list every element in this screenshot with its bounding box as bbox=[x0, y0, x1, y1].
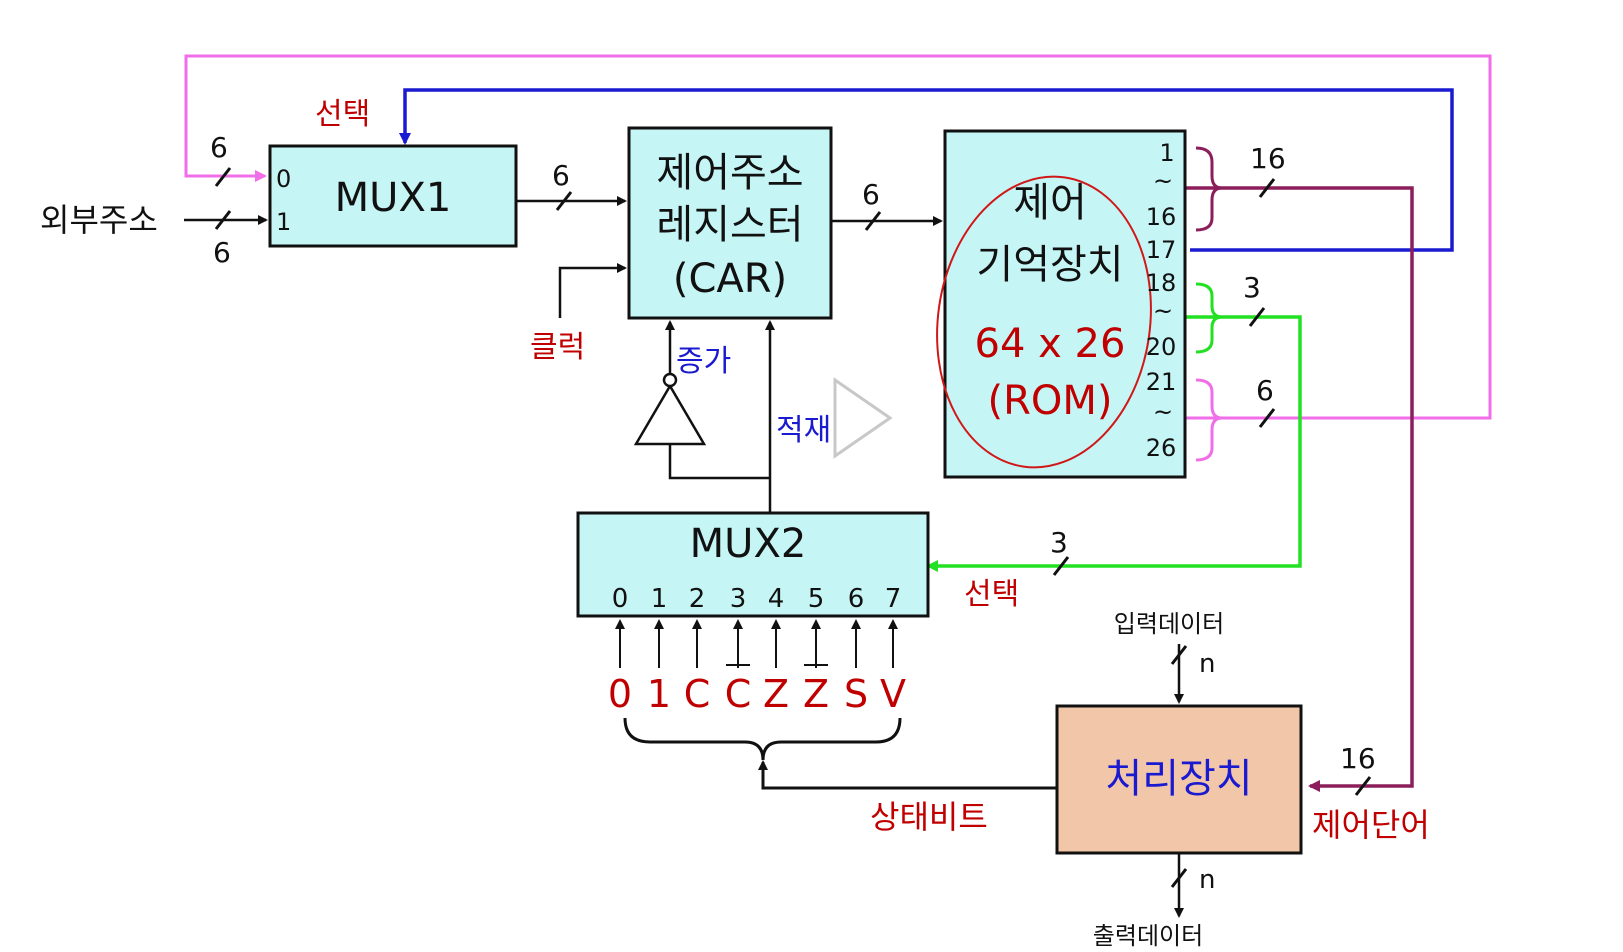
increment-label: 증가 bbox=[676, 344, 731, 379]
pink-select-line bbox=[184, 54, 1492, 420]
input-width: n bbox=[1199, 649, 1215, 679]
car-out-width: 6 bbox=[862, 178, 880, 211]
rom-title-line1: 제어 bbox=[1013, 180, 1087, 226]
status-bits-label: 상태비트 bbox=[870, 798, 988, 836]
mux2-input-label: 6 bbox=[848, 584, 865, 614]
control-word-line bbox=[1180, 186, 1414, 792]
mux1-in1-width: 6 bbox=[213, 236, 231, 269]
car-title-line3: (CAR) bbox=[673, 256, 787, 302]
rom-bit-label: 21 bbox=[1146, 368, 1177, 396]
rom-bit-label: 18 bbox=[1146, 269, 1177, 297]
mux1-in0-width: 6 bbox=[210, 131, 228, 164]
condition-labels: 0 1 C C Z Z S V bbox=[608, 672, 906, 716]
control-word-width: 16 bbox=[1340, 742, 1376, 775]
condition-label: Z bbox=[803, 672, 829, 716]
car-title-line1: 제어주소 bbox=[656, 150, 803, 196]
condition-label: C bbox=[725, 672, 752, 716]
mux2-input-labels: 0 1 2 3 4 5 6 7 bbox=[612, 584, 902, 614]
mux1-input-1-label: 1 bbox=[276, 208, 291, 236]
brace-bits-1-16 bbox=[1195, 146, 1223, 232]
condition-label: S bbox=[844, 672, 868, 716]
rom-bit-label: 1 bbox=[1159, 139, 1174, 167]
mux1-select-label: 선택 bbox=[315, 97, 370, 132]
output-data-label: 출력데이터 bbox=[1093, 922, 1203, 950]
mux2-title: MUX2 bbox=[690, 521, 807, 567]
status-bits-wire bbox=[758, 760, 1057, 790]
rom-6-width: 6 bbox=[1256, 374, 1274, 407]
clock-label: 클럭 bbox=[530, 330, 585, 365]
mux2-input-label: 1 bbox=[651, 584, 668, 614]
rom-bit-label: 17 bbox=[1146, 236, 1177, 264]
rom-bit-label: 26 bbox=[1146, 434, 1177, 462]
mux2-input-label: 3 bbox=[730, 584, 747, 614]
condition-label: 0 bbox=[608, 672, 632, 716]
conditions-brace bbox=[623, 717, 902, 761]
mux2-input-arrows bbox=[615, 619, 898, 668]
mux2-input-label: 2 bbox=[689, 584, 706, 614]
mux2-box bbox=[576, 511, 930, 618]
load-label: 적재 bbox=[776, 413, 831, 448]
rom-bit-labels: 1 ~ 16 17 18 ~ 20 21 ~ 26 bbox=[1146, 139, 1177, 462]
rom-16-width: 16 bbox=[1250, 142, 1286, 175]
mux1-out-width: 6 bbox=[552, 159, 570, 192]
condition-label: C bbox=[684, 672, 711, 716]
mux2-input-label: 0 bbox=[612, 584, 629, 614]
output-width: n bbox=[1199, 865, 1215, 895]
rom-type: (ROM) bbox=[988, 378, 1113, 424]
mux2-input-label: 5 bbox=[808, 584, 825, 614]
car-box bbox=[627, 126, 833, 320]
rom-annotation-circle bbox=[936, 175, 1152, 469]
mux1-input-0-label: 0 bbox=[276, 165, 291, 193]
rom-bit-label: 20 bbox=[1146, 333, 1177, 361]
increment-wire bbox=[668, 444, 770, 480]
rom-bit-label: 16 bbox=[1146, 203, 1177, 231]
mux1-title: MUX1 bbox=[335, 175, 452, 221]
car-title-line2: 레지스터 bbox=[656, 202, 803, 248]
play-icon[interactable] bbox=[833, 377, 893, 459]
rom-bit-label: ~ bbox=[1153, 167, 1173, 195]
rom-box bbox=[943, 129, 1187, 479]
input-data-label: 입력데이터 bbox=[1114, 610, 1224, 638]
external-address-label: 외부주소 bbox=[40, 201, 158, 239]
rom-bit-label: ~ bbox=[1153, 398, 1173, 426]
rom-title-line2: 기억장치 bbox=[976, 242, 1123, 288]
rom-size: 64 x 26 bbox=[975, 321, 1126, 367]
blue-select-line bbox=[399, 88, 1454, 252]
control-word-label: 제어단어 bbox=[1312, 806, 1430, 844]
mux2-input-label: 4 bbox=[768, 584, 785, 614]
mux1-box bbox=[268, 144, 518, 248]
mux2-select-label: 선택 bbox=[964, 577, 1019, 612]
condition-label: Z bbox=[763, 672, 789, 716]
inverter-bubble bbox=[662, 372, 678, 388]
rom-bit-label: ~ bbox=[1153, 297, 1173, 325]
processor-title: 처리장치 bbox=[1105, 756, 1252, 802]
condition-label: V bbox=[880, 672, 906, 716]
condition-label: 1 bbox=[647, 672, 671, 716]
mux2-input-label: 7 bbox=[885, 584, 902, 614]
green-select-line bbox=[926, 315, 1302, 572]
rom-3-width: 3 bbox=[1243, 271, 1261, 304]
mux2-select-width: 3 bbox=[1050, 526, 1068, 559]
bus-slash-marks bbox=[214, 167, 1372, 888]
inverter-gate bbox=[633, 383, 707, 446]
clock-wire bbox=[558, 263, 627, 318]
processor-box bbox=[1055, 704, 1303, 855]
brace-bits-21-26 bbox=[1195, 378, 1223, 462]
brace-bits-18-20 bbox=[1195, 282, 1223, 354]
